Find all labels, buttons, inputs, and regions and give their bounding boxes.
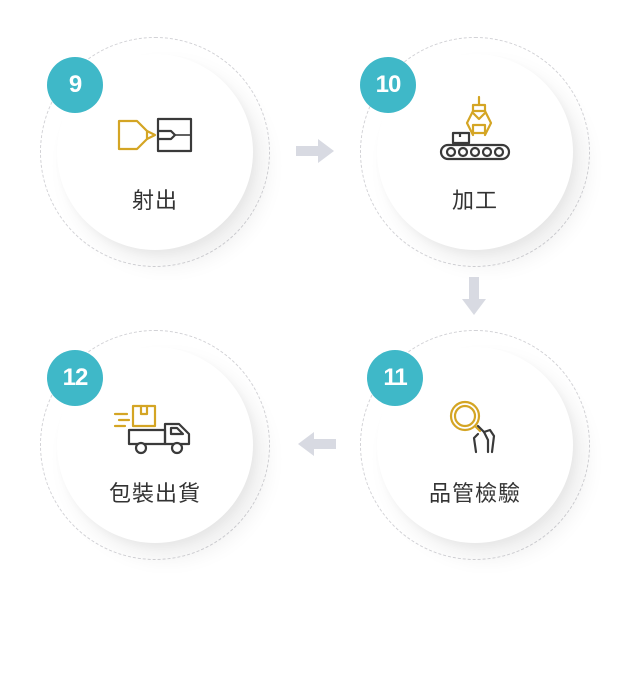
step-label: 品管檢驗: [428, 482, 521, 507]
arrow-right-icon: [296, 139, 334, 163]
step-number-badge: 10: [360, 57, 416, 113]
step-number-badge: 9: [47, 57, 103, 113]
dashed-ring: [40, 37, 270, 267]
arrow-left-icon: [298, 432, 336, 456]
step-label: 加工: [451, 189, 498, 214]
injection-molding-icon: [40, 115, 270, 159]
magnifier-hand-icon: [360, 396, 590, 460]
process-step-injection: 9 射出: [40, 37, 270, 267]
process-step-quality-inspection: 11 品管檢驗: [360, 330, 590, 560]
process-step-machining: 10: [360, 37, 590, 267]
dashed-ring: [360, 330, 590, 560]
step-number-badge: 12: [47, 350, 103, 406]
arrow-down-icon: [462, 277, 486, 315]
step-label: 射出: [131, 189, 178, 214]
step-label: 包裝出貨: [108, 482, 201, 507]
dashed-ring: [40, 330, 270, 560]
process-step-packing-shipping: 12 包裝出貨: [40, 330, 270, 560]
delivery-truck-icon: [40, 402, 270, 460]
step-number-badge: 11: [367, 350, 423, 406]
robotic-arm-conveyor-icon: [360, 95, 590, 169]
dashed-ring: [360, 37, 590, 267]
